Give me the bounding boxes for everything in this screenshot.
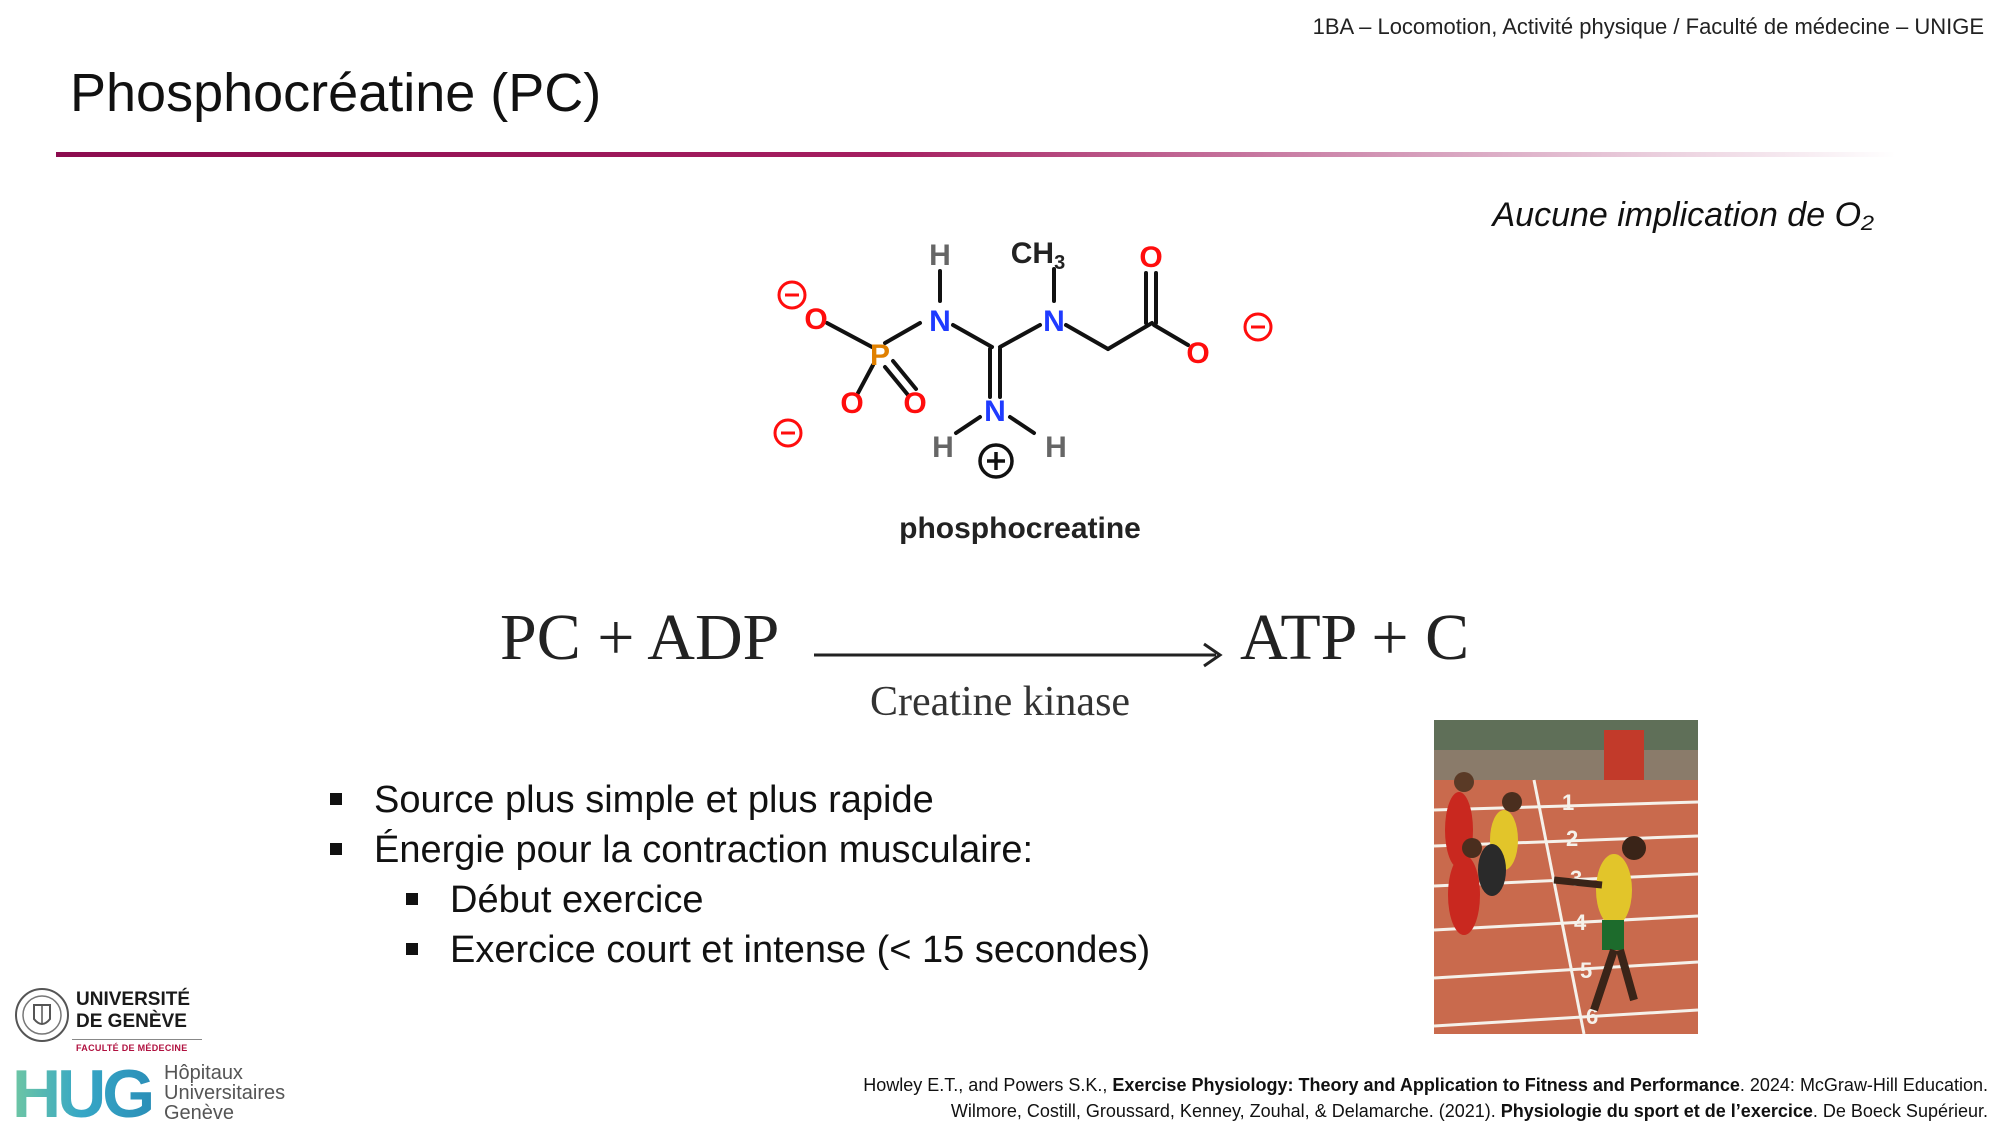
- atom-n2: N: [1043, 305, 1065, 338]
- atom-h-top: H: [929, 239, 951, 272]
- hug-logo-text: Hôpitaux Universitaires Genève: [164, 1062, 286, 1124]
- bullet-item: Énergie pour la contraction musculaire:: [330, 825, 1150, 875]
- atom-p: P: [870, 339, 890, 372]
- atom-n1: N: [929, 305, 951, 338]
- svg-text:1: 1: [1562, 790, 1574, 815]
- reaction-equation: PC + ADP ATP + C Creatine kinase: [0, 600, 2000, 740]
- equation-products: ATP + C: [1240, 601, 1470, 674]
- atom-o-carbonyl: O: [1139, 241, 1162, 274]
- atom-h-left: H: [932, 431, 954, 464]
- svg-text:HUG: HUG: [12, 1059, 151, 1123]
- negative-charge-icons: [773, 280, 1273, 448]
- svg-text:5: 5: [1580, 958, 1592, 983]
- sprint-finish-photo: 1 2 3 4 5 6: [1434, 720, 1698, 1034]
- oxygen-note: Aucune implication de O₂: [1492, 196, 1874, 234]
- atom-o-bottom-right: O: [903, 387, 926, 420]
- unige-faculty-label: FACULTÉ DE MÉDECINE: [76, 1043, 188, 1053]
- institution-logos: UNIVERSITÉ DE GENÈVE FACULTÉ DE MÉDECINE…: [12, 985, 302, 1125]
- unige-logo-text: UNIVERSITÉ DE GENÈVE: [76, 989, 191, 1032]
- sub-bullet-item: Début exercice: [406, 875, 1150, 925]
- reference-item: Wilmore, Costill, Groussard, Kenney, Zou…: [950, 1101, 1988, 1121]
- atom-ch3: CH3: [1011, 237, 1065, 274]
- references: Howley E.T., and Powers S.K., Exercise P…: [863, 1072, 1988, 1124]
- molecule-caption: phosphocreatine: [899, 512, 1141, 545]
- phosphocreatine-structure: H CH3 O O P N N O O O N H H: [773, 237, 1273, 479]
- slide-title: Phosphocréatine (PC): [70, 63, 602, 123]
- bullet-item: Source plus simple et plus rapide: [330, 775, 1150, 825]
- title-underline: [56, 152, 1896, 157]
- equation-enzyme: Creatine kinase: [870, 679, 1131, 725]
- equation-reactants: PC + ADP: [500, 601, 780, 674]
- reaction-arrow-icon: [814, 642, 1223, 668]
- atom-o-carboxylate: O: [1186, 337, 1209, 370]
- unige-seal-icon: [15, 988, 69, 1042]
- svg-text:4: 4: [1574, 910, 1587, 935]
- atom-n-imine: N: [984, 395, 1006, 428]
- atom-o-left: O: [804, 303, 827, 336]
- reference-item: Howley E.T., and Powers S.K., Exercise P…: [863, 1075, 1988, 1095]
- atom-o-bottom-left: O: [840, 387, 863, 420]
- positive-charge-icon: [978, 443, 1014, 479]
- hug-logo-mark: HUG: [12, 1059, 152, 1123]
- sub-bullet-item: Exercice court et intense (< 15 secondes…: [406, 925, 1150, 975]
- atom-h-right: H: [1045, 431, 1067, 464]
- svg-text:2: 2: [1566, 826, 1578, 851]
- bullet-list: Source plus simple et plus rapide Énergi…: [330, 775, 1150, 975]
- logo-divider: [72, 1039, 202, 1040]
- course-header: 1BA – Locomotion, Activité physique / Fa…: [1312, 14, 1984, 39]
